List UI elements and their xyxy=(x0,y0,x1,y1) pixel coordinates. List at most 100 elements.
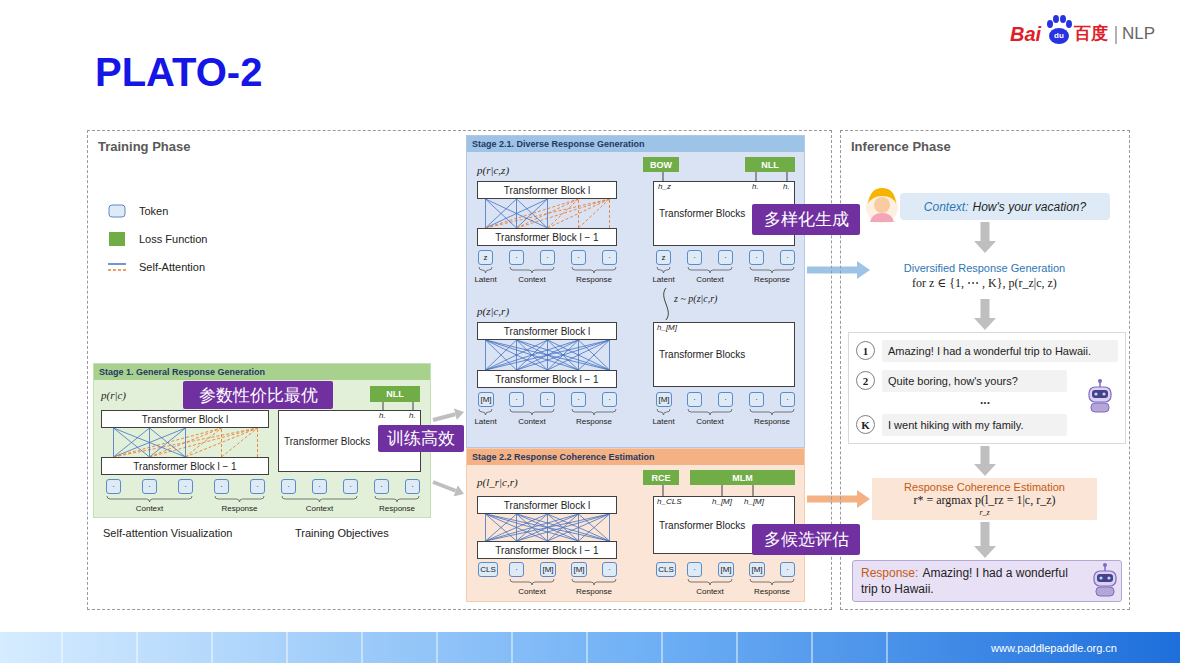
token-box: · xyxy=(374,479,389,494)
attention-lines xyxy=(486,340,610,370)
attention-line xyxy=(486,199,610,228)
token-box: [M] xyxy=(656,392,672,407)
token-box: [M] xyxy=(571,562,587,577)
node-text: Amazing! I had a wonderful trip to Hawai… xyxy=(888,345,1091,357)
node-text: · xyxy=(786,565,789,574)
legend-sample xyxy=(108,269,126,271)
node-text: Quite boring, how's yours? xyxy=(888,375,1018,387)
node-text: · xyxy=(693,565,696,574)
estimation-step: Response Coherence Estimationr* = argmax… xyxy=(872,478,1097,520)
robot-icon xyxy=(1094,563,1116,596)
callout-tag: 多样化生成 xyxy=(752,204,860,235)
token-box: CLS xyxy=(478,562,498,577)
node-text: Transformer Blocks xyxy=(659,520,745,531)
flow-arrow xyxy=(981,446,990,464)
stage-box: Transformer Block lTransformer Block l −… xyxy=(466,135,805,448)
attention-line xyxy=(517,340,610,370)
phase-panel: Transformer Block lTransformer Block l −… xyxy=(87,130,832,610)
footer-bar xyxy=(0,632,1180,663)
attention-line xyxy=(150,428,186,457)
token-box: · xyxy=(780,392,795,407)
token-box: · xyxy=(281,479,296,494)
output-line xyxy=(756,172,757,181)
node-text: r_z xyxy=(979,508,989,517)
attention-line xyxy=(609,340,610,370)
node-text: K xyxy=(861,419,870,431)
node-text: Transformer Blocks xyxy=(659,349,745,360)
attention-line xyxy=(257,428,258,457)
flow-arrow xyxy=(433,482,456,491)
output-line xyxy=(663,172,664,181)
phase-panel: Context:How's your vacation?Diversified … xyxy=(840,130,1130,610)
node-text: · xyxy=(515,395,518,404)
legend-sample xyxy=(107,203,127,219)
node-text: · xyxy=(349,482,352,491)
attention-line xyxy=(486,514,579,541)
attention-line xyxy=(609,199,610,228)
legend-item: Loss Function xyxy=(107,231,207,247)
attention-line xyxy=(548,199,579,228)
diagram-label: 百度 xyxy=(1074,25,1108,44)
attention-line xyxy=(114,428,222,457)
candidate-number: 2 xyxy=(856,371,875,390)
legend-sample xyxy=(107,259,127,275)
token-box: · xyxy=(540,250,555,265)
transformer-block: Transformer Block l − 1 xyxy=(477,541,617,559)
node-text: · xyxy=(755,253,758,262)
attention-lines xyxy=(486,199,610,228)
group-brace xyxy=(688,267,732,273)
token-box: · xyxy=(602,250,617,265)
token-box: · xyxy=(687,392,702,407)
node-text: [M] xyxy=(751,565,762,574)
node-text: · xyxy=(148,482,151,491)
diagram-label: Self-attention Visualization xyxy=(103,527,232,539)
attention-line xyxy=(517,514,610,541)
output-line xyxy=(722,485,723,496)
token-box: · xyxy=(718,250,733,265)
attention-line xyxy=(548,514,610,541)
callout-tag: 多候选评估 xyxy=(752,524,860,555)
output-line xyxy=(383,402,384,410)
footer-segments xyxy=(62,632,887,663)
token-box: · xyxy=(509,562,524,577)
attention-line xyxy=(517,199,548,228)
legend-text: Self-Attention xyxy=(139,261,205,273)
group-brace xyxy=(688,409,732,415)
token-box: · xyxy=(250,479,265,494)
node-text: · xyxy=(380,482,383,491)
candidate-number: K xyxy=(856,415,875,434)
diagram-label: Training Objectives xyxy=(295,527,389,539)
token-box: · xyxy=(687,250,702,265)
attention-line xyxy=(486,199,548,228)
node-text: CLS xyxy=(480,565,496,574)
group-brace xyxy=(479,267,492,273)
token-box: [M] xyxy=(540,562,556,577)
node-text: · xyxy=(515,565,518,574)
token-box: · xyxy=(509,250,524,265)
node-text: [M] xyxy=(542,565,553,574)
node-text: · xyxy=(724,253,727,262)
flow-arrow xyxy=(981,222,990,241)
node-text: · xyxy=(786,253,789,262)
node-text: BOW xyxy=(650,160,672,170)
node-text: · xyxy=(220,482,223,491)
node-text: Transformer Block l − 1 xyxy=(495,545,598,556)
node-text: · xyxy=(411,482,414,491)
node-text: Transformer Block l − 1 xyxy=(133,461,236,472)
legend-swatch xyxy=(109,232,125,246)
flow-arrow xyxy=(433,414,455,420)
group-brace xyxy=(510,267,554,273)
transformer-block: Transformer Block l − 1 xyxy=(477,228,617,246)
output-line xyxy=(787,172,788,181)
flow-arrow xyxy=(807,267,857,274)
attention-line xyxy=(150,428,186,457)
group-brace xyxy=(750,579,794,585)
response-box: Response:Amazing! I had a wonderful trip… xyxy=(852,560,1122,602)
node-text: · xyxy=(318,482,321,491)
flow-arrow xyxy=(981,299,990,318)
flow-arrow xyxy=(981,522,990,546)
output-line xyxy=(663,485,664,496)
node-text: Stage 1. General Response Generation xyxy=(94,364,430,380)
token-box: · xyxy=(749,392,764,407)
node-text: How's your vacation? xyxy=(973,200,1087,214)
